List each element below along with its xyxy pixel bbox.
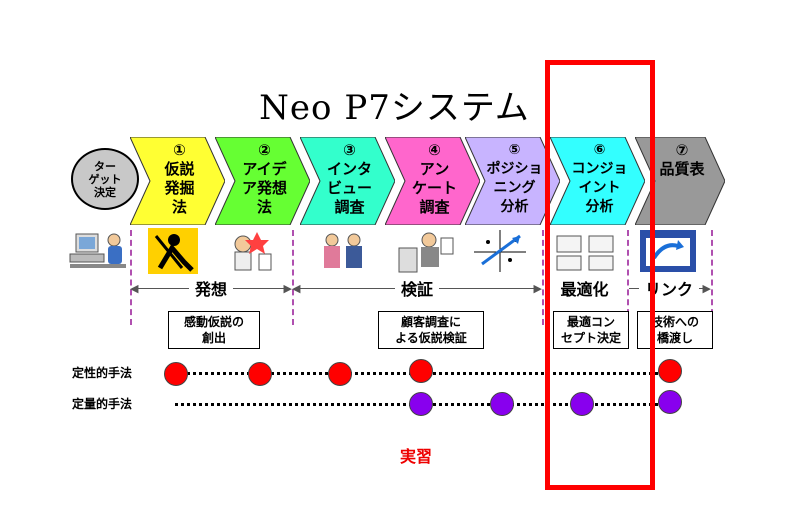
qualitative-dot <box>248 362 272 386</box>
step-number: ⑥ <box>593 142 606 158</box>
highlight-frame <box>545 60 655 490</box>
conjoint-cards-icon <box>556 235 614 271</box>
phase-label: 最適化 <box>554 276 615 300</box>
step-label: アン ケート 調査 <box>411 160 457 216</box>
step-label: 品質表 <box>659 160 705 178</box>
note-box: 感動仮説の 創出 <box>168 311 260 349</box>
qualitative-dot <box>658 359 682 383</box>
step-number: ⑦ <box>675 141 689 159</box>
survey-desk-icon <box>398 232 454 273</box>
divider <box>542 230 544 325</box>
qualitative-dot <box>409 359 433 383</box>
note-box: 顧客調査に よる仮説検証 <box>378 311 484 349</box>
divider <box>292 230 294 325</box>
phase-kenshou: ◀ ▶ 検証 <box>292 276 542 300</box>
arrow-right-icon: ▶ <box>283 282 292 295</box>
step-label: インタ ビュー 調査 <box>326 160 372 216</box>
step-label: 仮説 発掘 法 <box>164 160 195 216</box>
phase-hassou: ◀ ▶ 発想 <box>130 276 292 300</box>
step-label: コンジョ イント 分析 <box>571 161 628 215</box>
step-number: ② <box>258 141 271 159</box>
step-number: ⑤ <box>508 142 521 158</box>
phase-link: ▶ リンク <box>629 276 711 300</box>
digging-person-icon <box>148 228 198 274</box>
target-decision-circle: ター ゲット 決定 <box>71 148 139 210</box>
step-number: ③ <box>343 141 356 159</box>
arrow-left-icon: ◀ <box>292 282 301 295</box>
interview-people-icon <box>324 233 362 268</box>
computer-user-icon <box>69 233 126 268</box>
step-5: ⑤ ポジショ ニング 分析 <box>465 137 560 225</box>
step-6: ⑥ コンジョ イント 分析 <box>550 137 645 225</box>
quantitative-dot <box>409 392 433 416</box>
divider <box>130 230 132 325</box>
phase-label: リンク <box>638 276 700 300</box>
positioning-map-icon <box>474 230 526 272</box>
phase-label: 検証 <box>394 276 440 300</box>
step-number: ④ <box>428 141 441 159</box>
idea-person-icon <box>234 232 272 271</box>
qualitative-dot <box>328 362 352 386</box>
chevron-shape <box>215 137 310 225</box>
phase-label: 発想 <box>188 276 234 300</box>
chevron-shape <box>385 137 480 225</box>
arrow-left-icon: ◀ <box>130 282 139 295</box>
quantitative-dot <box>490 392 514 416</box>
chevron-shape <box>465 137 560 225</box>
chevron-shape <box>130 137 225 225</box>
practice-label: 実習 <box>400 447 433 466</box>
arrow-right-icon: ▶ <box>533 282 542 295</box>
row-label-quantitative: 定量的手法 <box>72 397 133 411</box>
qualitative-dot <box>164 362 188 386</box>
phase-saitekika: 最適化 <box>544 276 625 300</box>
quantitative-dot <box>658 390 682 414</box>
quantitative-dot <box>570 392 594 416</box>
note-box: 最適コン セプト決定 <box>553 311 629 349</box>
divider <box>711 230 713 325</box>
chevron-shape <box>550 137 645 225</box>
quality-table-icon <box>640 230 696 272</box>
step-number: ① <box>173 141 186 159</box>
note-box: 技術への 橋渡し <box>637 311 713 349</box>
chevron-shape <box>635 137 725 225</box>
divider <box>627 230 629 325</box>
row-label-qualitative: 定性的手法 <box>72 366 133 380</box>
arrow-right-icon: ▶ <box>702 282 711 295</box>
step-label: アイデ ア発想 法 <box>241 160 287 216</box>
chevron-shape <box>300 137 395 225</box>
diagram-title: Neo P7システム <box>259 88 530 128</box>
step-label: ポジショ ニング 分析 <box>486 161 543 215</box>
